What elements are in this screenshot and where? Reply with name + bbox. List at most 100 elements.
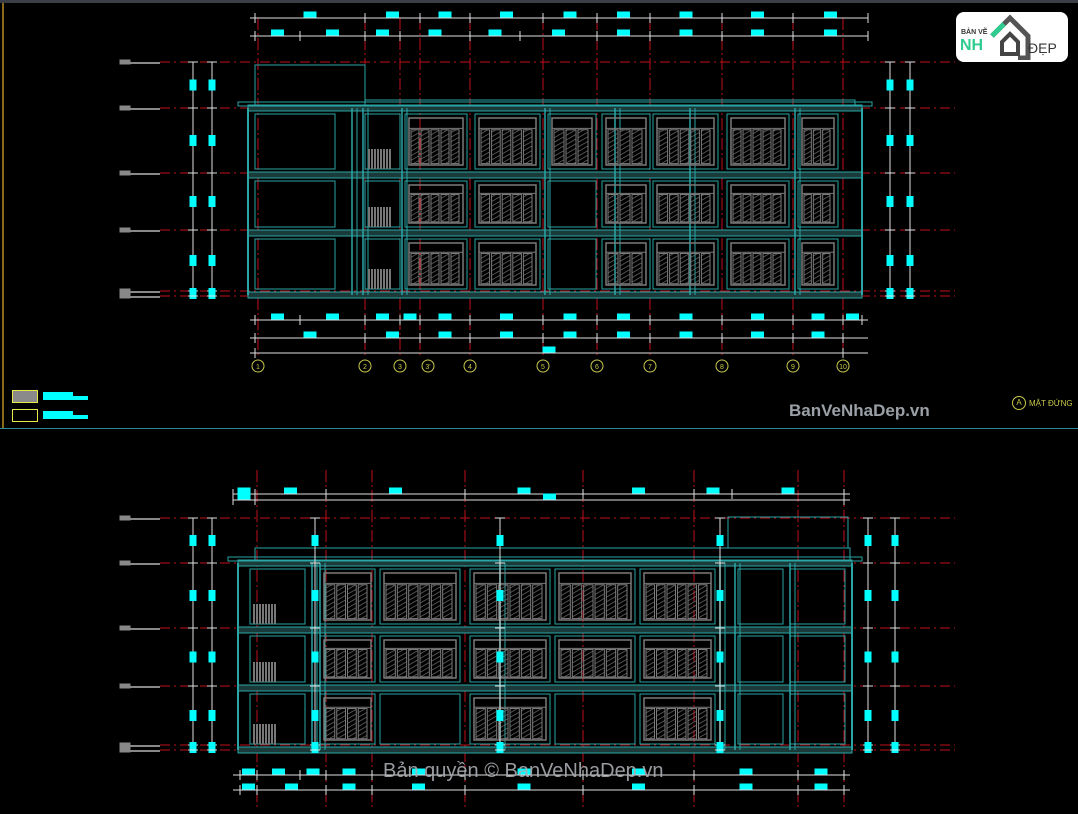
dimension-text <box>739 783 753 790</box>
dimension-text <box>496 742 504 753</box>
window-pane <box>666 708 676 740</box>
window-pane <box>512 194 522 223</box>
window-pane <box>617 584 628 620</box>
dimension-text <box>438 313 452 320</box>
wall-bay <box>469 635 551 683</box>
window-pane <box>430 194 440 223</box>
wall-bay <box>547 238 597 290</box>
axis-label: 2 <box>363 364 367 371</box>
dimension-text <box>751 11 764 18</box>
dimension-text <box>208 590 216 601</box>
window-pane <box>762 129 772 165</box>
window-pane <box>698 649 708 678</box>
dimension-text <box>189 535 197 546</box>
window-pane <box>619 129 631 165</box>
window <box>730 184 786 224</box>
dimension-text <box>189 196 197 207</box>
view-title-label: MẶT ĐỨNG <box>1029 398 1073 408</box>
window-pane <box>357 649 368 678</box>
dimension-text <box>189 135 197 146</box>
dimension-text <box>739 768 753 775</box>
window-pane <box>752 253 762 285</box>
wall-bay <box>379 635 461 683</box>
dimension-text <box>886 255 894 266</box>
floor-slab <box>247 291 863 299</box>
wall-bay <box>249 693 306 745</box>
window-pane <box>560 584 571 620</box>
axis-label: 3 <box>398 364 402 371</box>
window <box>383 572 457 621</box>
window-pane <box>571 649 583 678</box>
legend-swatch-hatched <box>12 390 38 403</box>
dimension-text <box>496 710 504 721</box>
window-pane <box>732 129 742 165</box>
dimension-text <box>864 742 872 753</box>
wall-bay <box>364 113 401 170</box>
window-pane <box>475 649 486 678</box>
axis-bubble <box>643 359 657 373</box>
window <box>323 639 372 679</box>
window-pane <box>742 253 752 285</box>
level-mark <box>119 288 131 294</box>
wall-bay <box>601 180 651 228</box>
window-pane <box>498 584 509 620</box>
window-pane <box>420 129 430 165</box>
wall-bay <box>652 238 719 290</box>
dimension-text <box>617 29 630 36</box>
window-pane <box>607 253 619 285</box>
dimension-text <box>679 331 693 338</box>
window-pane <box>669 253 679 285</box>
window-pane <box>520 584 532 620</box>
window-pane <box>690 129 700 165</box>
window-pane <box>498 649 509 678</box>
window-pane <box>520 708 532 740</box>
dimension-text <box>781 487 795 494</box>
brand-logo: BẢN VẼ NH ĐẸP <box>956 12 1068 62</box>
wall-bay <box>319 635 376 683</box>
dimension-text <box>326 313 339 320</box>
window-pane <box>803 253 812 285</box>
level-mark <box>119 170 131 176</box>
wall-bay <box>554 693 636 745</box>
dimension-text <box>488 29 502 36</box>
legend-swatch-empty <box>12 409 38 422</box>
dimension-text <box>517 768 531 775</box>
window <box>551 117 593 166</box>
dimension-text <box>563 331 577 338</box>
dimension-text <box>500 11 513 18</box>
window-pane <box>679 253 690 285</box>
window <box>323 572 372 621</box>
level-mark <box>119 683 131 689</box>
dimension-text <box>891 742 899 753</box>
dimension-text <box>285 783 298 790</box>
window-pane <box>553 129 565 165</box>
wall-bay <box>474 113 541 170</box>
dimension-text <box>824 11 837 18</box>
viewport-divider[interactable] <box>0 428 1078 429</box>
dimension-text <box>751 313 764 320</box>
wall-bay <box>364 238 401 290</box>
dimension-text <box>496 535 504 546</box>
window-pane <box>560 649 571 678</box>
dimension-text <box>811 313 825 320</box>
dimension-text <box>284 487 297 494</box>
window-pane <box>501 129 512 165</box>
window-pane <box>475 584 486 620</box>
axis-label: 4 <box>468 364 472 371</box>
window-pane <box>491 129 501 165</box>
dimension-text <box>189 742 197 753</box>
logo-main-text: NH <box>960 37 984 54</box>
window-pane <box>658 253 669 285</box>
dimension-text <box>271 29 284 36</box>
window-pane <box>442 584 453 620</box>
wall-bay <box>797 180 839 228</box>
window-pane <box>571 584 583 620</box>
dimension-text <box>189 255 197 266</box>
dimension-text <box>617 313 630 320</box>
dimension-text <box>303 11 317 18</box>
window <box>730 117 786 166</box>
window-pane <box>656 708 666 740</box>
axis-label: 1 <box>256 364 260 371</box>
window-pane <box>475 708 486 740</box>
